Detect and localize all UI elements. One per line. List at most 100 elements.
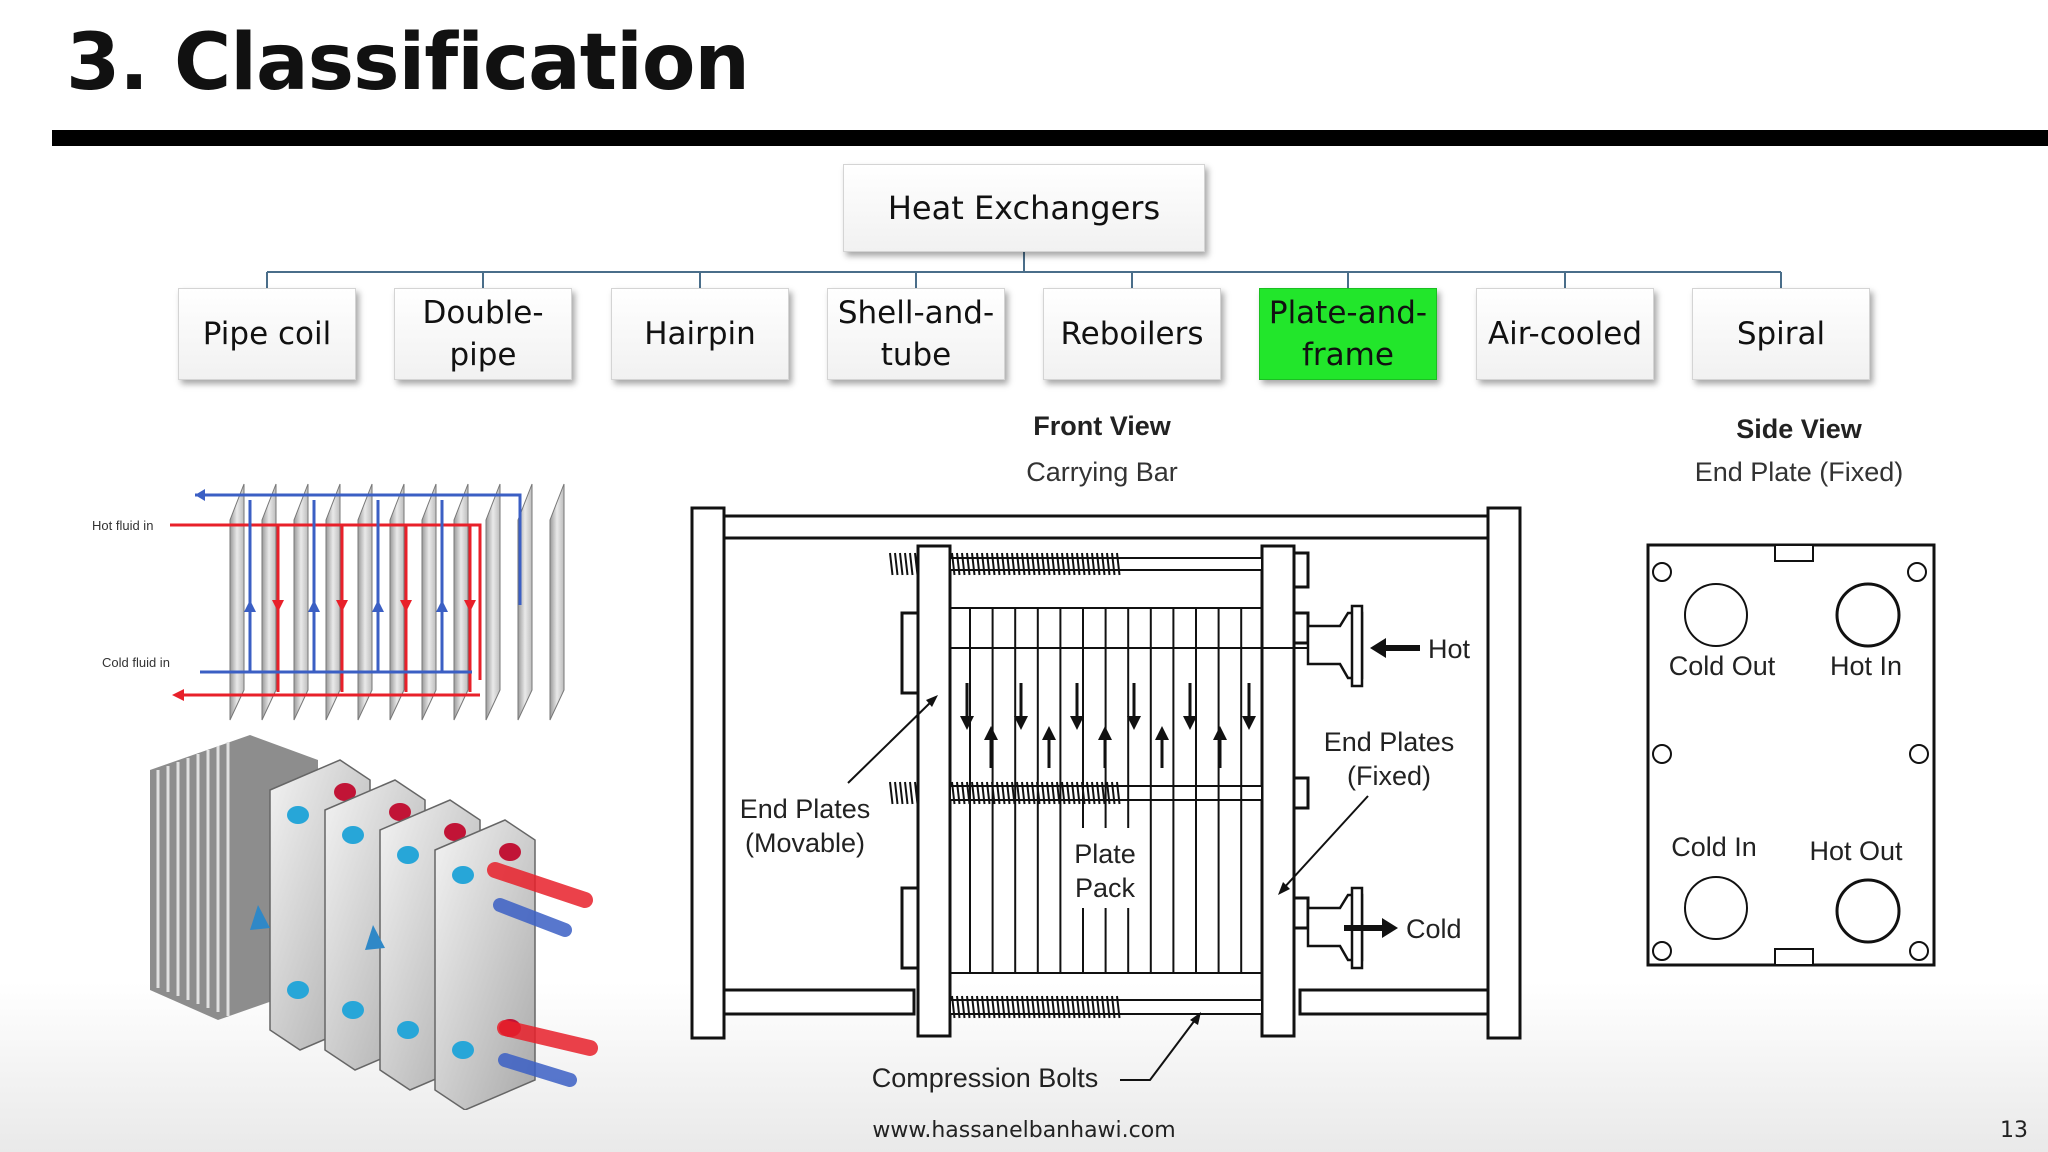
spring	[951, 995, 1121, 1019]
front-view-diagram: Front View Carrying Bar	[690, 411, 1522, 1093]
tree-node-hairpin: Hairpin	[611, 288, 789, 380]
port-cold	[452, 866, 474, 884]
cold-flow-indicator	[250, 905, 270, 930]
arrow-down-head	[1070, 716, 1084, 730]
arrow-down-head	[1242, 716, 1256, 730]
compression-bolts-leader-head	[1190, 1012, 1201, 1025]
end-plates-movable-line2: (Movable)	[745, 828, 865, 858]
end-plates-fixed-line2: (Fixed)	[1347, 761, 1431, 791]
movable-plate-lug-top	[900, 611, 920, 695]
fixed-plate-lug-3	[1292, 776, 1310, 810]
cold-stream-top	[493, 898, 572, 937]
port-hot	[444, 823, 466, 841]
classification-tree: Heat Exchangers Pipe coil Double- pipe H…	[0, 0, 2048, 420]
separated-plates	[250, 759, 598, 1110]
tree-node-shell-and-tube: Shell-and- tube	[827, 288, 1005, 380]
cold-outlet-arrow-head	[1382, 918, 1398, 938]
hot-in-port	[1835, 582, 1901, 648]
tree-node-reboilers: Reboilers	[1043, 288, 1221, 380]
end-plates-movable-line1: End Plates	[740, 794, 871, 824]
schematic-plate	[485, 483, 501, 721]
arrow-down-head	[1127, 716, 1141, 730]
cold-in-label: Cold In	[1671, 832, 1757, 862]
port-cold	[287, 981, 309, 999]
cold-flow-indicator	[365, 925, 385, 950]
side-view-heading: Side View	[1736, 414, 1863, 444]
plate-pack-plates	[950, 608, 1308, 973]
hot-inlet-arrow-head	[1370, 638, 1386, 658]
port-cold	[342, 826, 364, 844]
tree-node-spiral: Spiral	[1692, 288, 1870, 380]
plate-pack-label-bg	[1066, 828, 1130, 908]
port-cold	[452, 1041, 474, 1059]
arrow-down-head	[1014, 716, 1028, 730]
cold-flow-path	[195, 489, 522, 674]
hot-exit-arrow	[172, 689, 184, 701]
front-view-heading: Front View	[1033, 411, 1172, 441]
schematic-plate	[549, 483, 565, 721]
compression-bolts-leader	[1120, 1015, 1199, 1081]
port-hot	[334, 783, 356, 801]
bolt-holes	[1652, 562, 1929, 961]
plate-pack	[950, 607, 1308, 974]
port-cold	[397, 1021, 419, 1039]
carrying-bar-label: Carrying Bar	[1026, 457, 1178, 487]
cold-label: Cold	[1406, 914, 1462, 944]
compression-bolts-label: Compression Bolts	[872, 1063, 1099, 1093]
tree-root-node: Heat Exchangers	[843, 164, 1205, 252]
hot-stream-top	[487, 862, 593, 908]
frame-left-post	[690, 506, 726, 1040]
hot-channel-arrow	[400, 600, 412, 612]
hot-header-top	[170, 523, 482, 680]
fixed-plate-lug-2	[1292, 611, 1310, 645]
plate-3d	[434, 819, 536, 1110]
schematic-plate	[357, 483, 373, 721]
flow-direction-arrows	[960, 683, 1256, 768]
end-plate-top-notch	[1774, 544, 1814, 562]
plate-stack-3d	[150, 735, 598, 1110]
guide-bar-right	[1298, 988, 1490, 1016]
cold-fluid-label: Cold fluid in	[102, 655, 170, 670]
schematic-plate	[293, 483, 309, 721]
hot-nozzle-flange	[1350, 604, 1364, 688]
arrow-up-head	[984, 726, 998, 740]
end-plates-fixed-line1: End Plates	[1324, 727, 1455, 757]
cold-channel-arrow	[372, 600, 384, 612]
cold-stream-bottom	[498, 1053, 577, 1087]
plate-illustrations: Hot fluid in Cold fluid in	[92, 483, 598, 1110]
hot-out-label: Hot Out	[1809, 836, 1903, 866]
movable-plate-lug-bottom	[900, 886, 920, 970]
arrow-down-head	[960, 716, 974, 730]
cold-exit-arrow	[195, 489, 205, 501]
spring	[951, 552, 1121, 576]
compression-springs	[889, 552, 1121, 1019]
cold-channel-arrow	[436, 600, 448, 612]
tree-node-plate-and-frame: Plate-and- frame	[1259, 288, 1437, 380]
fixed-plate-lug-4	[1292, 896, 1310, 930]
cold-channel-arrow	[308, 600, 320, 612]
flow-schematic: Hot fluid in Cold fluid in	[92, 483, 565, 721]
carrying-bar	[722, 514, 1490, 540]
tree-node-air-cooled: Air-cooled	[1476, 288, 1654, 380]
cold-channel-arrow	[244, 600, 256, 612]
end-plate-fixed-label: End Plate (Fixed)	[1695, 457, 1904, 487]
cold-out-port	[1684, 583, 1748, 647]
hot-label: Hot	[1428, 634, 1471, 664]
arrow-up-head	[1042, 726, 1056, 740]
arrow-up-head	[1098, 726, 1112, 740]
schematic-plate	[229, 483, 245, 721]
port-cold	[342, 1001, 364, 1019]
hot-in-label: Hot In	[1830, 651, 1902, 681]
arrow-up-head	[1213, 726, 1227, 740]
hot-channel-arrow	[272, 600, 284, 612]
tree-connectors	[266, 252, 1782, 288]
port-cold	[287, 806, 309, 824]
frame	[690, 506, 1522, 1040]
port-hot	[499, 843, 521, 861]
footer-url: www.hassanelbanhawi.com	[872, 1118, 1176, 1143]
spring	[889, 552, 919, 576]
page-number: 13	[2000, 1118, 2028, 1143]
end-plates-fixed-leader	[1281, 795, 1369, 891]
movable-end-plate	[916, 544, 952, 1038]
